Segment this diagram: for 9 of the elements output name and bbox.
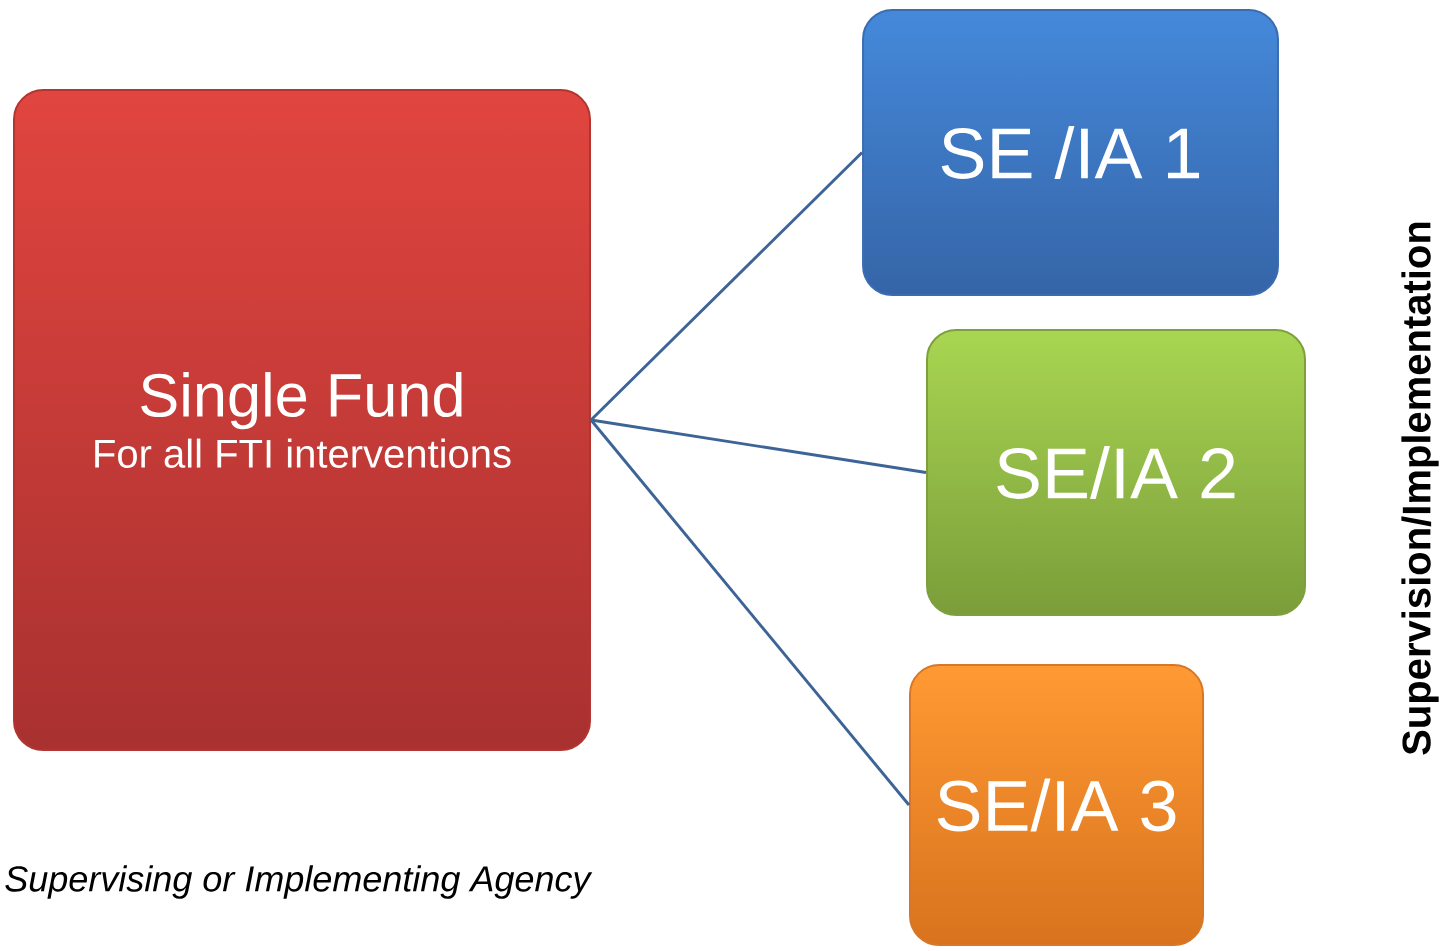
rounded-box: Single Fund For all FTI interventions xyxy=(13,89,591,751)
rounded-box: SE/IA 2 xyxy=(926,329,1306,617)
connector-line xyxy=(590,151,864,422)
rounded-box: SE /IA 1 xyxy=(862,8,1279,297)
rounded-box: SE/IA 3 xyxy=(909,664,1205,946)
connector-line xyxy=(590,418,927,474)
connector-line xyxy=(589,419,911,806)
caption-text: Supervising or Implementing Agency xyxy=(5,865,593,899)
side-label: Supervision/Implementation xyxy=(1401,222,1439,755)
